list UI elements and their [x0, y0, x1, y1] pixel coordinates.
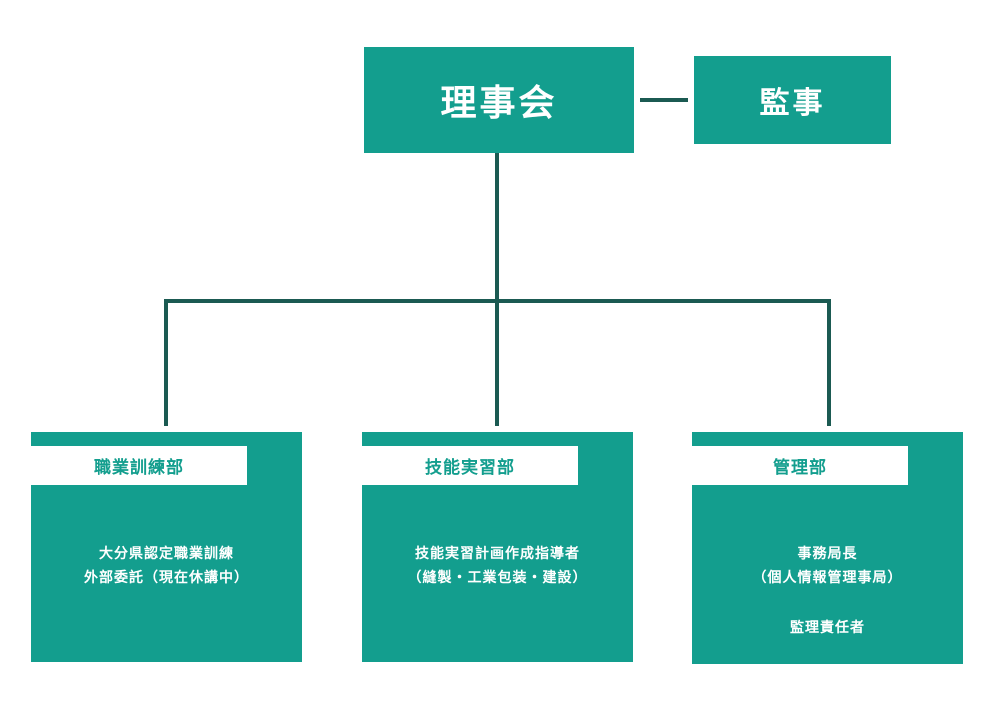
management-dept-box: 管理部 事務局長 （個人情報管理事局） 監理責任者	[692, 432, 963, 664]
dept-description: 事務局長 （個人情報管理事局） 監理責任者	[692, 542, 963, 640]
vocational-training-dept-box: 職業訓練部 大分県認定職業訓練 外部委託（現在休講中）	[31, 432, 302, 662]
dept-label: 職業訓練部	[31, 446, 247, 485]
technical-intern-dept-box: 技能実習部 技能実習計画作成指導者 （縫製・工業包装・建設）	[362, 432, 633, 662]
dept-description: 大分県認定職業訓練 外部委託（現在休講中）	[31, 542, 302, 590]
dept-line: 事務局長	[797, 546, 858, 562]
dept-label: 管理部	[692, 446, 908, 485]
dept-line: （個人情報管理事局）	[752, 570, 903, 586]
auditor-box: 監事	[694, 56, 891, 144]
board-label: 理事会	[440, 83, 558, 124]
dept-line-spacer	[692, 590, 963, 616]
auditor-label: 監事	[759, 86, 826, 121]
dept-description: 技能実習計画作成指導者 （縫製・工業包装・建設）	[362, 542, 633, 590]
dept-label: 技能実習部	[362, 446, 578, 485]
dept-line: 技能実習計画作成指導者	[415, 546, 580, 562]
board-box: 理事会	[364, 47, 634, 153]
dept-line: （縫製・工業包装・建設）	[407, 570, 588, 586]
dept-line: 外部委託（現在休講中）	[84, 570, 249, 586]
dept-line: 大分県認定職業訓練	[99, 546, 234, 562]
dept-line: 監理責任者	[790, 620, 865, 636]
